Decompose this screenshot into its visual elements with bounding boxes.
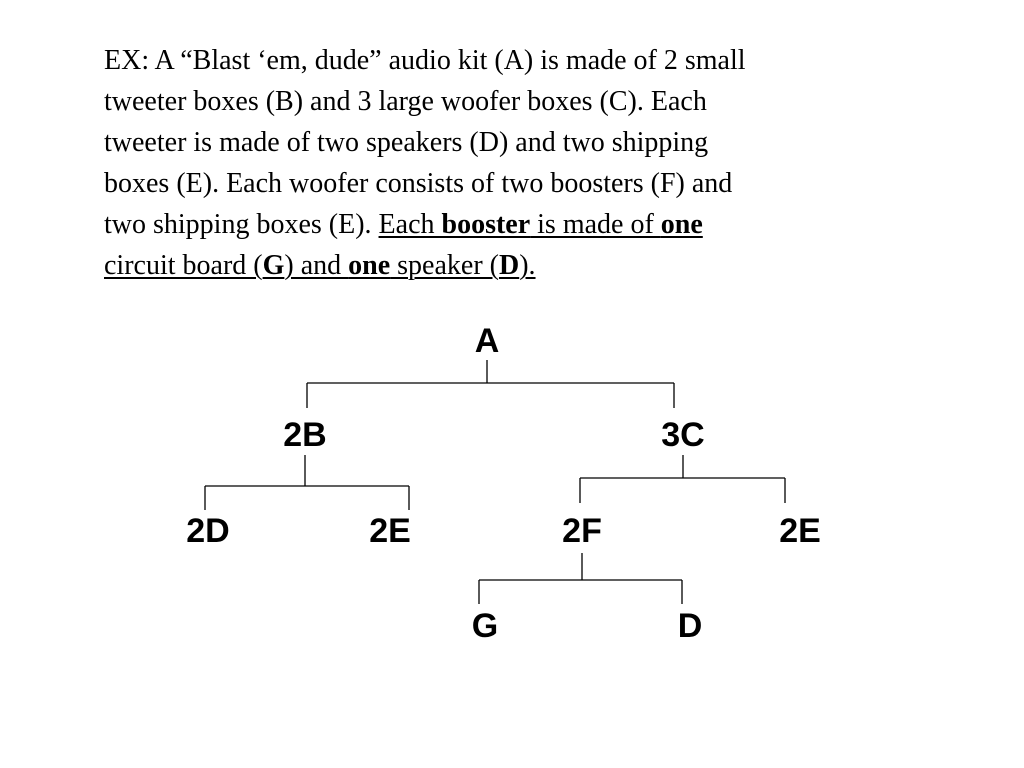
emphasis-bold: G — [262, 250, 285, 281]
tree-node-c: 3C — [661, 416, 704, 454]
problem-statement: EX: A “Blast ‘em, dude” audio kit (A) is… — [104, 40, 964, 286]
emphasis-text: ) and — [284, 250, 349, 281]
tree-edges — [204, 360, 786, 604]
tree-node-d2: D — [678, 607, 703, 645]
statement-line-6: circuit board (G) and one speaker (D). — [104, 245, 964, 286]
statement-line-4: boxes (E). Each woofer consists of two b… — [104, 168, 733, 199]
emphasis-booster-sentence: Each booster is made of one — [379, 209, 703, 240]
emphasis-bold: one — [660, 209, 703, 240]
statement-line-1: EX: A “Blast ‘em, dude” audio kit (A) is… — [104, 45, 746, 76]
tree-node-b: 2B — [283, 416, 326, 454]
statement-line-2: tweeter boxes (B) and 3 large woofer box… — [104, 86, 707, 117]
tree-nodes: A 2B 3C 2D 2E 2F 2E G D — [186, 322, 821, 645]
statement-line-3: tweeter is made of two speakers (D) and … — [104, 127, 709, 158]
statement-line-5: two shipping boxes (E). Each booster is … — [104, 204, 964, 245]
emphasis-text: ). — [519, 250, 536, 281]
tree-node-a: A — [475, 322, 500, 360]
emphasis-bold: one — [348, 250, 391, 281]
emphasis-text: circuit board ( — [104, 250, 263, 281]
emphasis-text: Each — [378, 209, 442, 240]
tree-node-g: G — [472, 607, 498, 645]
emphasis-text: speaker ( — [390, 250, 499, 281]
tree-node-f: 2F — [562, 512, 602, 550]
statement-line-5-text: two shipping boxes (E). — [104, 209, 379, 240]
tree-node-e2: 2E — [779, 512, 821, 550]
emphasis-text: is made of — [530, 209, 661, 240]
emphasis-bold: booster — [441, 209, 531, 240]
tree-node-d1: 2D — [186, 512, 229, 550]
emphasis-booster-sentence-end: circuit board (G) and one speaker (D). — [104, 250, 536, 281]
tree-node-e1: 2E — [369, 512, 411, 550]
emphasis-bold: D — [498, 250, 520, 281]
